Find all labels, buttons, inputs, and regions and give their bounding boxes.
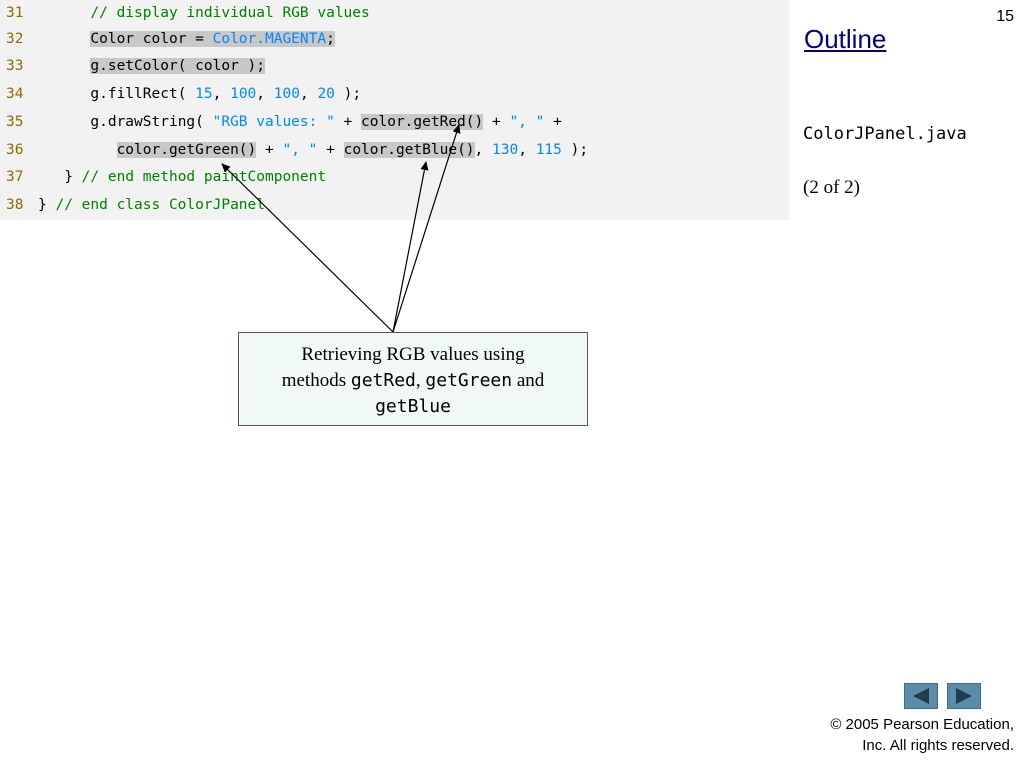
code-line-36: 36 color.getGreen() + ", " + color.getBl… <box>0 137 588 163</box>
line-number: 31 <box>6 5 24 21</box>
highlighted-get-red: color.getRed() <box>361 114 484 130</box>
highlighted-code: g.setColor( color ); <box>90 58 265 74</box>
triangle-right-icon <box>956 688 972 704</box>
line-number: 32 <box>6 31 24 47</box>
code-listing: 31 // display individual RGB values 32 C… <box>0 0 789 220</box>
code-line-31: 31 // display individual RGB values <box>0 0 370 26</box>
line-number: 37 <box>6 169 24 185</box>
code-line-38: 38} // end class ColorJPanel <box>0 192 265 218</box>
highlighted-get-green: color.getGreen() <box>116 142 257 158</box>
next-slide-button[interactable] <box>947 683 981 709</box>
line-number: 34 <box>6 86 24 102</box>
code-line-37: 37 } // end method paintComponent <box>0 164 326 190</box>
line-number: 38 <box>6 197 24 213</box>
line-number: 35 <box>6 114 24 130</box>
code-line-33: 33 g.setColor( color ); <box>0 53 265 79</box>
slide-number: 15 <box>996 8 1014 25</box>
callout-line-2: methods getRed, getGreen and <box>281 370 545 391</box>
triangle-left-icon <box>913 688 929 704</box>
highlighted-code: Color color = Color.MAGENTA; <box>90 31 335 47</box>
file-name: ColorJPanel.java <box>803 124 967 144</box>
page-indicator: (2 of 2) <box>803 177 860 198</box>
highlighted-get-blue: color.getBlue() <box>343 142 475 158</box>
callout-box: Retrieving RGB values using methods getR… <box>238 332 588 426</box>
code-line-35: 35 g.drawString( "RGB values: " + color.… <box>0 109 562 135</box>
callout-line-3: getBlue <box>375 396 451 417</box>
previous-slide-button[interactable] <box>904 683 938 709</box>
code-line-32: 32 Color color = Color.MAGENTA; <box>0 26 335 52</box>
line-number: 36 <box>6 142 24 158</box>
callout-line-1: Retrieving RGB values using <box>301 344 525 365</box>
code-line-34: 34 g.fillRect( 15, 100, 100, 20 ); <box>0 81 361 107</box>
code-comment: // display individual RGB values <box>90 5 370 21</box>
line-number: 33 <box>6 58 24 74</box>
copyright-notice: © 2005 Pearson Education, Inc. All right… <box>830 716 1014 754</box>
code-comment: // end method paintComponent <box>81 169 327 185</box>
code-comment: // end class ColorJPanel <box>55 197 265 213</box>
outline-link[interactable]: Outline <box>804 24 887 54</box>
